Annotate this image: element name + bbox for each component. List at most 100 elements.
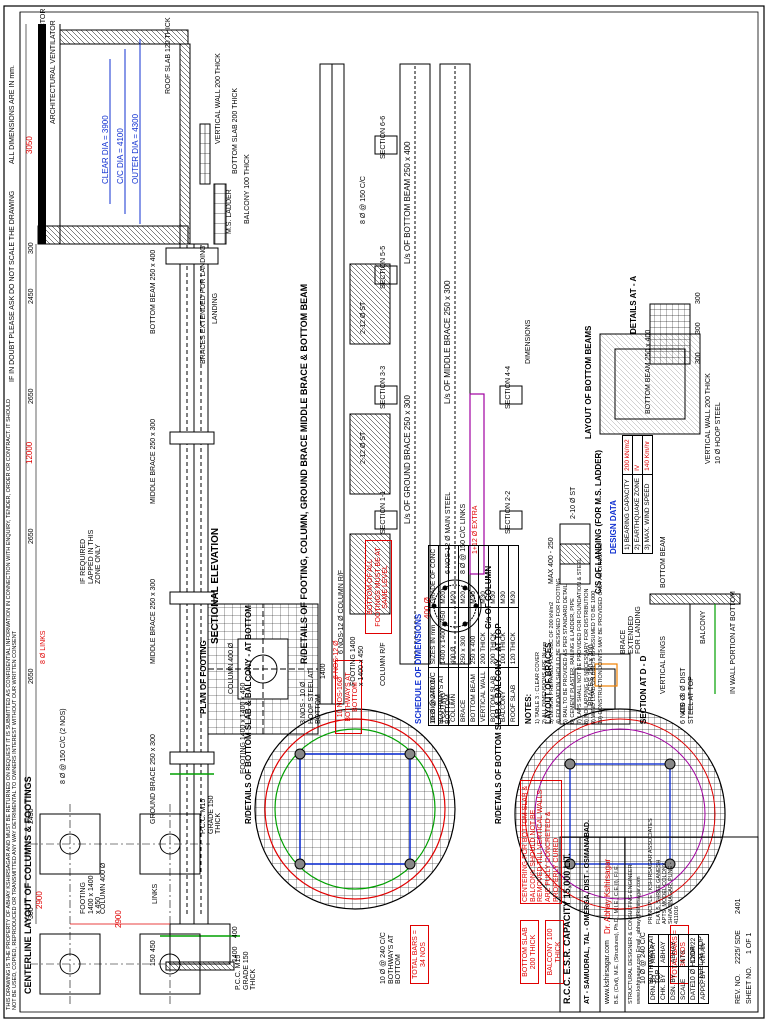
red-links-label: 8 Ø LINKS — [40, 630, 47, 664]
elevation-dim-total: 12000 — [25, 441, 34, 464]
tb-sheet: 1 OF 1 — [746, 932, 753, 954]
note-line: 7) LAPS SHALL NOT BE PROVIDED FOR FOUNDA… — [577, 557, 583, 724]
tb-cell: ABHAY — [648, 934, 659, 967]
tb-cell: ABHAY — [658, 934, 669, 967]
rdetails-ground: L/s OF GROUND BRACE 250 x 300 — [403, 395, 412, 524]
landing-label: LANDING — [212, 292, 219, 324]
arch-ventilator-label: ARCHITECTURAL VENTILATOR — [50, 20, 57, 124]
dim-left-6: 300 — [28, 242, 35, 254]
design-cell: 2) EARTHQUAKE ZONE — [632, 474, 643, 554]
tb-prin: PRINCIPLE : KSHIRSAGAR ASSOCIATES — [648, 818, 654, 924]
rdetails-bottom: L/s OF BOTTOM BEAM 250 x 400 — [403, 141, 412, 264]
section-dd-rings: VERTICAL RINGS — [660, 636, 667, 694]
stirrups-label: 8 Ø @ 150 C/C (2 NOS) — [60, 708, 67, 784]
slab-bottom-hoop: 3 NOS - 10 Ø HOOP STEEL AT BOTTOM — [300, 669, 323, 724]
column-section-drawing — [428, 579, 482, 633]
level-1: 450 — [150, 940, 157, 952]
centerline-title: CENTERLINE LAYOUT OF COLUMNS & FOOTINGS — [23, 776, 33, 994]
rdetails-drawing — [319, 63, 523, 705]
section-4-4: SECTION 4-4 — [505, 365, 512, 409]
centerline-layout-drawing — [30, 804, 210, 1004]
details-a-dim: 300 — [695, 322, 702, 334]
rdetails-stirrup: 8 Ø @ 150 C/C — [360, 176, 367, 224]
clear-dia: CLEAR DIA = 3900 — [101, 115, 110, 184]
bottom-beams-wall: VERTICAL WALL 200 THICK — [705, 373, 712, 464]
tb-designer: Dr. Abhay Kshirsagar — [603, 858, 612, 934]
schedule-cell: 120 THICK — [508, 607, 519, 668]
tb-sheet-label: SHEET NO. — [746, 966, 753, 1004]
tb-dwg-no: 2225/ SDE — [735, 930, 742, 964]
dim-left-4: 2650 — [28, 388, 35, 404]
slab-bottom-title: R/DETAILS OF BOTTOM SLAB & BALCONY - AT … — [244, 605, 253, 824]
header-notice: THIS DRAWING IS THE PROPERTY OF ABHAY KS… — [6, 399, 19, 1010]
section-dd-title: SECTION AT D - D — [639, 655, 648, 724]
layout-braces-brace: BRACES 250 x 300 — [588, 644, 595, 706]
slab-bottom-circle — [254, 708, 456, 910]
schedule-cell: M30 — [478, 545, 489, 608]
section-dd-wall: IN WALL PORTION AT BOTTOM — [730, 591, 737, 694]
details-a-drawing — [649, 303, 691, 365]
centerline-pcc: P.C.C. M15 GRADE 150 THICK — [200, 795, 223, 834]
rdetails-footing: FOOTING 1400 x 1400 x 450 — [350, 636, 365, 686]
rdetails-bars-top: 2-12 Ø ST — [360, 431, 367, 464]
vertical-wall-label: VERTICAL WALL 200 THICK — [215, 53, 222, 144]
note-line: 4) FOUNDATION SHOULD BE DESIGNED FOR FOO… — [556, 578, 562, 724]
tb-cell: DSN. BY — [668, 966, 679, 1004]
braces-extended-label: BRACES EXTENDED FOR LANDING — [200, 245, 207, 364]
column-label: COLUMN 400 Ø — [228, 642, 235, 694]
tb-cell: DATE — [688, 966, 699, 1004]
middle-brace-2-label: MIDDLE BRACE 250 x 300 — [150, 578, 157, 664]
details-a-dim: 300 — [695, 352, 702, 364]
section-6-6: SECTION 6-6 — [380, 115, 387, 159]
schedule-cell: M30 — [468, 545, 479, 608]
schedule-cell: ROOF SLAB — [508, 667, 519, 726]
header-noscale: DO NOT SCALE THE DRAWING — [9, 190, 16, 294]
tb-project: R.C.C. E.S.R. CAPACITY 15,000 LIT. — [562, 853, 572, 1004]
schedule-cell: 250 x 300 — [458, 607, 469, 668]
plan-footing-title: PLAN OF FOOTING — [199, 640, 208, 714]
rdetails-title: R/DETAILS OF FOOTING, COLUMN, GROUND BRA… — [299, 283, 309, 664]
rdetails-red-note: BOTTOM OF ALL FOOTINGS MUST BE AT SAME L… — [365, 540, 393, 634]
rdetails-column: COLUMN R/F — [380, 642, 387, 686]
level-2: 1400 — [232, 946, 239, 962]
balcony-label: BALCONY 100 THICK — [244, 154, 251, 224]
bottom-beams-beam: BOTTOM BEAM 250 x 400 — [645, 329, 652, 414]
tb-designer-role: STRUCTURAL DESIGNER & CONSULTING ENGINEE… — [628, 864, 634, 1004]
middle-brace-1-label: MIDDLE BRACE 250 x 300 — [150, 418, 157, 504]
centerline-dim-b: 2900 — [114, 910, 123, 928]
schedule-cell: M30 — [508, 545, 519, 608]
rdetails-red-col: 6 NOS-12 Ø — [333, 640, 340, 679]
schedule-cell: BRACE — [458, 667, 469, 726]
plan-of-footing-drawing — [207, 603, 319, 735]
cc-dia: C/C DIA = 4100 — [116, 128, 125, 184]
schedule-cell: M30 — [488, 545, 499, 608]
elevation-title: SECTIONAL ELEVATION — [210, 527, 221, 644]
section-dd-beam: BOTTOM BEAM — [660, 536, 667, 588]
level-3: 400 — [232, 926, 239, 938]
bottom-beam-label: BOTTOM BEAM 250 x 400 — [150, 249, 157, 334]
slab-top-circle — [514, 708, 726, 920]
slab-bottom-extra: 10 Ø @ 240 C/C BOTHWAYS AT BOTTOM — [430, 672, 453, 724]
tb-rev-label: REV. NO. — [735, 973, 742, 1004]
schedule-cell: M20 — [438, 545, 449, 608]
tb-cell: 12/04/22 — [688, 934, 699, 967]
section-dd-balcony: BALCONY — [700, 610, 707, 644]
tb-designer-sub: B.E. (Civil), M.E. (Structures), Ph.D., … — [614, 864, 620, 1004]
schedule-cell: BOTTOM BEAM — [468, 667, 479, 726]
notes-title: NOTES: — [524, 693, 533, 724]
schedule-cell: 200 THICK — [478, 607, 489, 668]
tb-cell: ABHAY — [668, 934, 679, 967]
dim-left-3: 2650 — [28, 528, 35, 544]
centerline-column: COLUMN 400 Ø — [100, 862, 107, 914]
schedule-cell: M20 — [448, 545, 459, 608]
tb-cell: DRN. BY — [648, 966, 659, 1004]
